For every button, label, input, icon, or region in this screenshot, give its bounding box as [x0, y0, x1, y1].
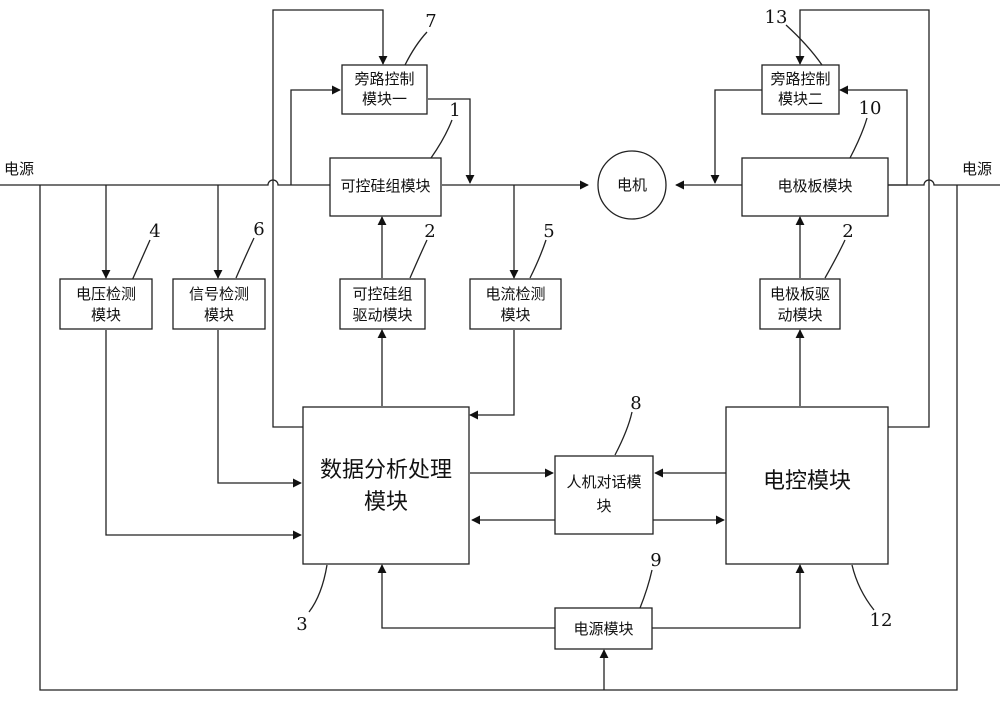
ref-number-10: 10 [859, 98, 882, 119]
current-detect-label-line1: 电流检测 [485, 285, 545, 303]
voltage-detect-block: 电压检测 模块 [59, 278, 153, 330]
scr-driver-label-line2: 驱动模块 [352, 306, 412, 324]
line-processing-to-bypass1 [272, 9, 388, 428]
line-power-to-processing [377, 564, 555, 629]
electrode-module-label: 电极板模块 [777, 177, 852, 195]
ref-number-8: 8 [630, 393, 641, 414]
power-module-label: 电源模块 [573, 620, 633, 638]
bypass1-label-line1: 旁路控制 [354, 70, 414, 88]
line-from-bypass1 [428, 98, 475, 184]
data-processing-label-line1: 数据分析处理 [320, 458, 452, 483]
main-line-left [0, 179, 330, 186]
ref-number-7: 7 [425, 11, 436, 32]
electrode-driver-label-line2: 动模块 [777, 306, 822, 324]
leader-5 [529, 239, 547, 279]
data-processing-block: 数据分析处理 模块 [302, 406, 470, 565]
bypass2-block: 旁路控制 模块二 [761, 64, 840, 115]
leader-4 [129, 239, 151, 286]
scr-module-label: 可控硅组模块 [340, 177, 430, 195]
line-signal-to-processing [217, 330, 302, 488]
bypass2-label-line2: 模块二 [778, 90, 823, 108]
line-control-to-bypass2 [795, 9, 930, 428]
power-module-block: 电源模块 [554, 607, 653, 650]
scr-driver-label-line1: 可控硅组 [352, 285, 412, 303]
scr-driver-block: 可控硅组 驱动模块 [339, 278, 426, 330]
power-label-right: 电源 [962, 160, 992, 178]
electrode-driver-block: 电极板驱 动模块 [759, 278, 841, 330]
line-to-bypass1 [290, 85, 341, 185]
ref-number-9: 9 [650, 550, 661, 571]
leader-6 [235, 237, 255, 279]
scr-module-block: 可控硅组模块 [329, 157, 442, 217]
bypass2-label-line1: 旁路控制 [770, 70, 830, 88]
ref-number-3: 3 [296, 614, 307, 635]
ref-number-1: 1 [449, 100, 460, 121]
bypass1-label-line2: 模块一 [362, 90, 407, 108]
hmi-label-line1: 人机对话模 [566, 473, 641, 491]
line-from-bypass2 [710, 89, 762, 184]
leader-8 [614, 411, 633, 456]
supply-feed-loop [39, 185, 958, 691]
hmi-block: 人机对话模 块 [554, 455, 654, 535]
ref-number-5: 5 [543, 221, 554, 242]
leader-2b [824, 239, 846, 279]
ref-number-13: 13 [765, 7, 788, 28]
electric-control-block: 电控模块 [725, 406, 889, 565]
leader-1 [430, 119, 453, 159]
electrode-driver-label-line1: 电极板驱 [770, 285, 830, 303]
motor-block: 电机 [597, 150, 667, 220]
main-line-right [888, 179, 1000, 186]
number-leaders [129, 24, 875, 613]
leader-7 [404, 31, 428, 66]
line-voltage-to-processing [105, 330, 302, 540]
signal-detect-label-line1: 信号检测 [189, 285, 249, 303]
bypass1-block: 旁路控制 模块一 [341, 64, 428, 115]
leader-3 [308, 564, 328, 613]
motor-label: 电机 [617, 176, 647, 194]
reference-numbers: 7 1 13 10 4 6 2 5 2 3 8 9 12 [149, 7, 892, 635]
ref-number-4: 4 [149, 221, 160, 242]
ref-number-2b: 2 [842, 221, 853, 242]
leader-9 [639, 569, 653, 609]
current-detect-label-line2: 模块 [500, 306, 530, 324]
ref-number-12: 12 [870, 610, 893, 631]
hmi-label-line2: 块 [596, 497, 611, 515]
electric-control-label: 电控模块 [763, 469, 851, 494]
current-detect-block: 电流检测 模块 [469, 278, 562, 330]
connection-lines [0, 9, 1000, 691]
signal-detect-label-line2: 模块 [204, 306, 234, 324]
voltage-detect-label-line1: 电压检测 [76, 285, 136, 303]
leader-10 [849, 117, 868, 159]
leader-12 [851, 564, 875, 611]
leader-13 [785, 24, 823, 66]
line-to-bypass2 [839, 85, 908, 186]
voltage-detect-label-line2: 模块 [91, 306, 121, 324]
ref-number-6: 6 [253, 219, 264, 240]
power-label-left: 电源 [4, 160, 34, 178]
data-processing-label-line2: 模块 [364, 490, 408, 515]
electrode-module-block: 电极板模块 [741, 157, 889, 217]
line-current-to-processing [469, 330, 515, 420]
leader-2a [409, 239, 428, 279]
signal-detect-block: 信号检测 模块 [172, 278, 266, 330]
line-power-to-control [652, 564, 805, 629]
ref-number-2a: 2 [424, 221, 435, 242]
